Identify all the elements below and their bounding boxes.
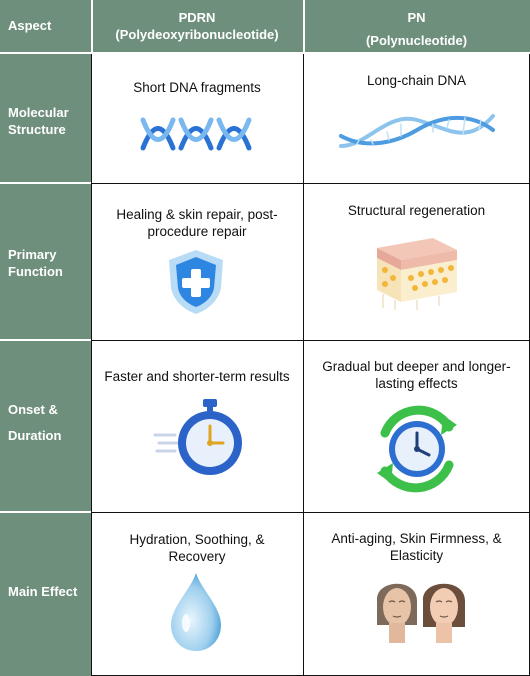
divider — [91, 183, 530, 184]
cell-pdrn-function: Healing & skin repair, post- procedure r… — [91, 184, 303, 340]
divider — [0, 511, 91, 513]
cell-text: Elasticity — [389, 548, 444, 563]
divider — [0, 52, 530, 54]
cell-text: Gradual but deeper and longer- — [322, 359, 511, 374]
divider — [303, 54, 304, 676]
header-pn-name: PN — [407, 10, 426, 25]
row-label-line2: Duration — [8, 428, 62, 443]
cell-text: procedure repair — [147, 224, 247, 239]
header-pn: PN (Polynucleotide) — [303, 0, 530, 52]
header-pdrn-name: PDRN — [178, 10, 216, 25]
cell-text: Healing & skin repair, post- — [116, 207, 278, 222]
row-label-onset-duration: Onset & Duration — [0, 341, 91, 511]
row-label-line2: Structure — [8, 122, 66, 137]
cell-pn-effect: Anti-aging, Skin Firmness, & Elasticity — [303, 513, 530, 676]
divider — [0, 339, 91, 341]
cell-text: Short DNA fragments — [133, 80, 261, 95]
divider — [0, 182, 91, 184]
cell-pn-onset: Gradual but deeper and longer- lasting e… — [303, 341, 530, 512]
dna-helix-icon — [339, 114, 495, 148]
water-drop-icon — [171, 573, 221, 651]
row-label-line1: Molecular — [8, 105, 69, 120]
header-pn-full: (Polynucleotide) — [365, 33, 468, 48]
row-label-line1: Onset & — [8, 402, 58, 417]
cell-text: Long-chain DNA — [366, 73, 467, 88]
dna-fragments-icon — [140, 117, 252, 151]
header-aspect-label: Aspect — [8, 18, 52, 33]
cell-text: Anti-aging, Skin Firmness, & — [331, 531, 502, 546]
row-label-line1: Primary — [8, 247, 57, 262]
divider — [91, 340, 530, 341]
row-label-molecular-structure: Molecular Structure — [0, 54, 91, 182]
skin-layers-icon — [377, 238, 457, 310]
row-label-line1: Main Effect — [8, 584, 78, 599]
medical-shield-icon — [169, 250, 223, 314]
cell-pdrn-effect: Hydration, Soothing, & Recovery — [91, 513, 303, 676]
cell-pdrn-onset: Faster and shorter-term results — [91, 341, 303, 512]
divider — [91, 0, 93, 52]
cell-text: Faster and shorter-term results — [104, 369, 290, 384]
cell-pn-function: Structural regeneration — [303, 184, 530, 340]
divider — [303, 0, 305, 52]
cell-text: Structural regeneration — [347, 203, 486, 218]
cell-pdrn-structure: Short DNA fragments — [91, 54, 303, 183]
cell-text: Recovery — [168, 549, 226, 564]
row-label-main-effect: Main Effect — [0, 513, 91, 676]
clock-cycle-icon — [377, 405, 457, 493]
row-label-line2: Function — [8, 264, 63, 279]
divider — [91, 54, 92, 676]
cell-text: lasting effects — [375, 376, 458, 391]
row-label-primary-function: Primary Function — [0, 184, 91, 339]
header-pdrn: PDRN (Polydeoxyribonucleotide) — [91, 0, 303, 52]
cell-pn-structure: Long-chain DNA — [303, 54, 530, 183]
cell-text: Hydration, Soothing, & — [129, 532, 265, 547]
faces-icon — [376, 583, 465, 643]
header-aspect: Aspect — [0, 0, 91, 52]
header-pdrn-full: (Polydeoxyribonucleotide) — [115, 27, 279, 42]
stopwatch-icon — [153, 399, 242, 475]
divider — [91, 512, 530, 513]
